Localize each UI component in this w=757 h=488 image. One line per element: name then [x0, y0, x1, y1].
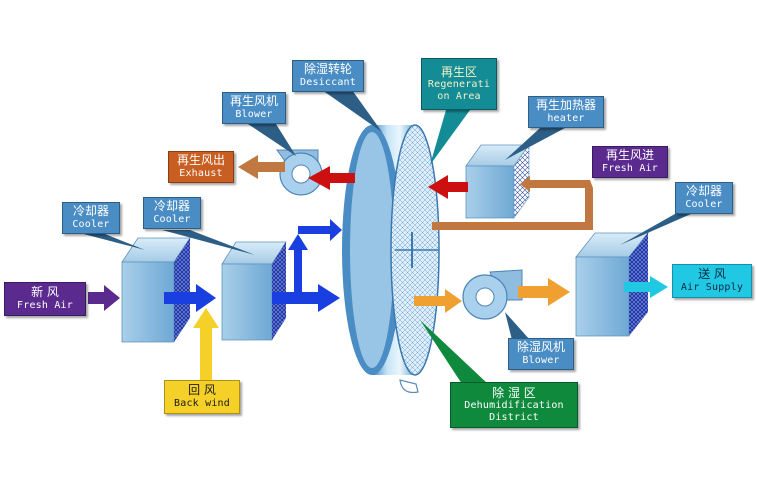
label-dehum-district-en1: Dehumidification	[464, 400, 564, 412]
to-right-cooler-arrow	[518, 278, 570, 306]
label-dehum-district: 除 湿 区 Dehumidification District	[450, 382, 578, 428]
label-cooler-middle: 冷却器 Cooler	[143, 197, 201, 229]
leader-regen-area	[430, 110, 470, 165]
label-cooler-middle-en: Cooler	[153, 214, 191, 226]
leader-heater	[505, 128, 565, 160]
label-exhaust: 再生风出 Exhaust	[168, 151, 234, 183]
label-cooler-left: 冷却器 Cooler	[62, 202, 120, 234]
label-dehum-district-zh: 除 湿 区	[492, 385, 536, 400]
label-exhaust-en: Exhaust	[179, 168, 223, 180]
regen-fresh-air-head	[520, 176, 530, 192]
label-air-supply-en: Air Supply	[680, 282, 744, 294]
label-air-supply: 送 风 Air Supply	[672, 264, 752, 298]
label-regen-blower-en: Blower	[235, 109, 273, 121]
regen-heater-unit	[465, 144, 530, 219]
label-regen-heater-en: heater	[547, 113, 585, 125]
label-exhaust-zh: 再生风出	[176, 153, 225, 168]
label-cooler-right: 冷却器 Cooler	[675, 182, 733, 214]
label-cooler-left-en: Cooler	[72, 219, 110, 231]
label-desiccant-zh: 除湿转轮	[303, 62, 352, 77]
label-regen-fresh-air-en: Fresh Air	[602, 163, 658, 175]
label-process-blower: 除湿风机 Blower	[508, 338, 574, 370]
label-desiccant: 除湿转轮 Desiccant	[292, 60, 364, 92]
label-fresh-air-in-zh: 新 风	[31, 285, 59, 300]
process-arrow-1	[164, 284, 216, 312]
process-blower-unit	[462, 269, 523, 320]
air-supply-arrow	[624, 276, 668, 298]
label-air-supply-zh: 送 风	[698, 267, 726, 282]
leader-desiccant	[322, 90, 382, 132]
label-cooler-right-en: Cooler	[685, 199, 723, 211]
leader-cooler-right	[620, 210, 700, 245]
label-regen-area-en1: Regenerati	[427, 79, 491, 91]
regen-arrow-into-blower	[308, 166, 355, 190]
regen-blower-unit	[276, 149, 323, 196]
label-back-wind-zh: 回 风	[188, 383, 216, 398]
label-regen-area-zh: 再生区	[440, 64, 477, 79]
label-regen-area: 再生区 Regenerati on Area	[421, 58, 497, 110]
exhaust-arrow	[238, 155, 285, 179]
label-desiccant-en: Desiccant	[300, 77, 356, 89]
fresh-air-in-arrow	[88, 285, 120, 311]
label-cooler-left-zh: 冷却器	[72, 204, 109, 219]
airflow-arrows	[88, 155, 668, 380]
leader-cooler-middle	[162, 230, 255, 255]
label-regen-fresh-air: 再生风进 Fresh Air	[592, 146, 668, 178]
label-back-wind: 回 风 Back wind	[164, 380, 240, 414]
regen-fresh-air-loop	[432, 180, 593, 230]
label-dehum-district-en2: District	[489, 411, 539, 423]
label-process-blower-zh: 除湿风机	[516, 340, 565, 355]
label-regen-blower-zh: 再生风机	[229, 94, 278, 109]
label-back-wind-en: Back wind	[174, 398, 230, 410]
label-cooler-right-zh: 冷却器	[685, 184, 722, 199]
process-bypass-top	[298, 219, 342, 241]
label-regen-fresh-air-zh: 再生风进	[605, 148, 654, 163]
label-fresh-air-in-en: Fresh Air	[17, 300, 73, 312]
label-fresh-air-in: 新 风 Fresh Air	[4, 282, 86, 316]
desiccant-wheel	[342, 124, 440, 394]
label-regen-heater: 再生加热器 heater	[528, 96, 604, 128]
leader-process-blower	[505, 312, 530, 340]
label-cooler-middle-zh: 冷却器	[153, 199, 190, 214]
leader-regen-blower	[248, 124, 296, 156]
process-outlet-arrow	[414, 289, 462, 313]
process-arrow-2	[272, 284, 340, 312]
process-bypass-vertical	[288, 234, 308, 298]
label-regen-heater-zh: 再生加热器	[535, 98, 596, 113]
back-wind-arrow	[193, 308, 219, 380]
label-regen-blower: 再生风机 Blower	[222, 92, 286, 124]
label-process-blower-en: Blower	[522, 355, 560, 367]
cooler-left-unit	[121, 237, 191, 343]
label-regen-area-en2: on Area	[437, 90, 481, 102]
cooler-middle-unit	[221, 241, 287, 341]
callout-leaders	[76, 90, 700, 384]
regen-arrow-into-wheel	[428, 175, 468, 199]
leader-dehum-district	[420, 320, 488, 384]
leader-cooler-left	[76, 232, 145, 250]
